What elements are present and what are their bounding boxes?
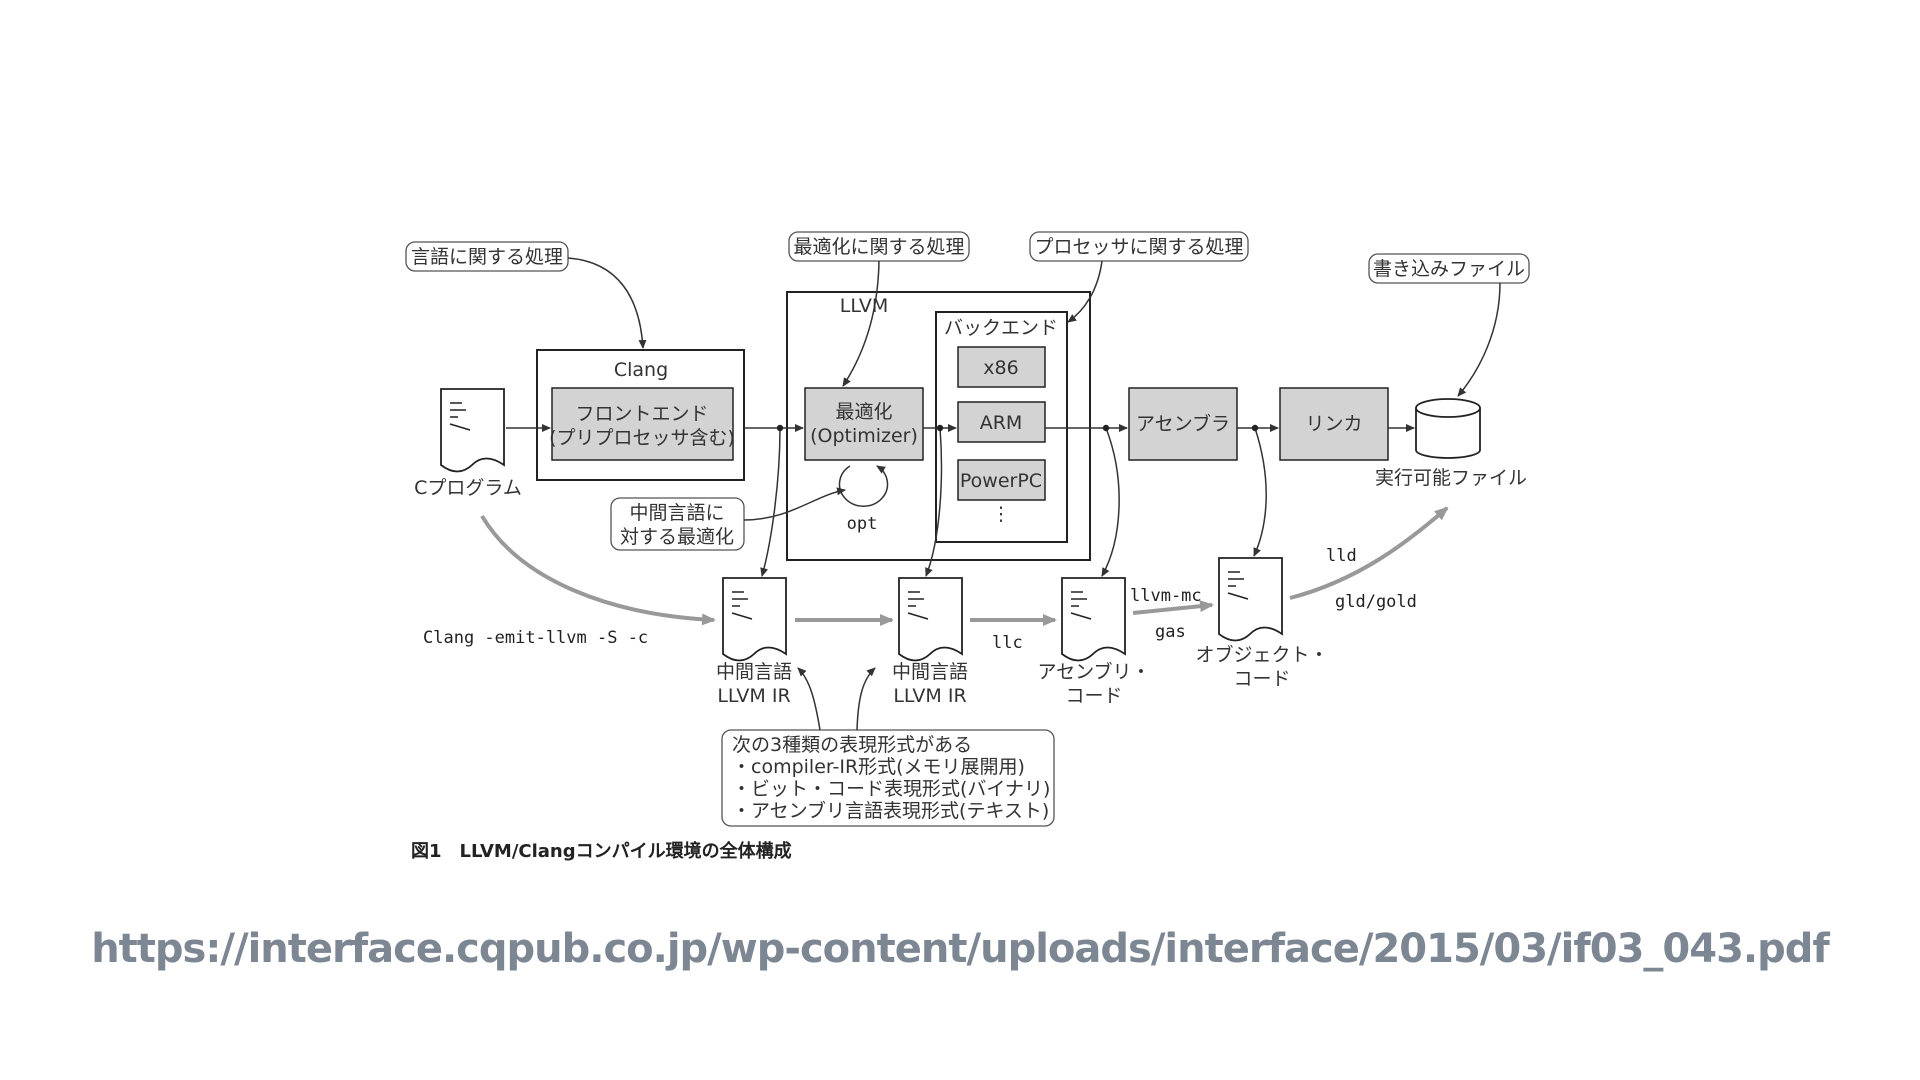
assembler-block: アセンブラ (1128, 387, 1238, 461)
doc-c-program: Cプログラム (414, 388, 522, 499)
doc-llvm-ir-1: 中間言語 LLVM IR (716, 577, 792, 707)
doc-assembly-code: アセンブリ・ コード (1037, 577, 1151, 707)
svg-text:プロセッサに関する処理: プロセッサに関する処理 (1034, 236, 1243, 258)
svg-text:中間言語: 中間言語 (892, 661, 968, 683)
svg-text:次の3種類の表現形式がある: 次の3種類の表現形式がある (732, 734, 972, 756)
note-formats: 次の3種類の表現形式がある ・compiler-IR形式(メモリ展開用) ・ビッ… (721, 729, 1055, 827)
source-url: https://interface.cqpub.co.jp/wp-content… (91, 926, 1830, 972)
note-optimize: 最適化に関する処理 (788, 231, 970, 262)
main-flow-arrows (506, 257, 1501, 731)
svg-text:オブジェクト・: オブジェクト・ (1195, 643, 1328, 666)
svg-text:アセンブラ: アセンブラ (1136, 412, 1230, 435)
svg-text:Clang: Clang (614, 359, 668, 381)
svg-text:実行可能ファイル: 実行可能ファイル (1375, 467, 1527, 489)
cmd-gas: gas (1155, 622, 1186, 642)
svg-text:言語に関する処理: 言語に関する処理 (411, 246, 563, 268)
svg-text:コード: コード (1065, 685, 1122, 707)
executable-cylinder: 実行可能ファイル (1375, 398, 1527, 489)
svg-text:⋮: ⋮ (992, 503, 1011, 525)
note-processor: プロセッサに関する処理 (1029, 231, 1249, 262)
svg-text:中間言語に: 中間言語に (629, 502, 724, 524)
svg-text:最適化: 最適化 (835, 401, 892, 423)
svg-text:(Optimizer): (Optimizer) (810, 425, 918, 447)
cmd-llc: llc (992, 633, 1023, 653)
svg-text:フロントエンド: フロントエンド (575, 403, 708, 425)
cmd-emit-llvm: Clang -emit-llvm -S -c (423, 628, 648, 648)
cmd-lld: lld (1326, 546, 1357, 566)
svg-text:・ビット・コード表現形式(バイナリ): ・ビット・コード表現形式(バイナリ) (732, 778, 1050, 800)
figure-caption: 図1 LLVM/Clangコンパイル環境の全体構成 (411, 840, 792, 862)
note-write-file: 書き込みファイル (1368, 253, 1530, 284)
svg-text:・アセンブリ言語表現形式(テキスト): ・アセンブリ言語表現形式(テキスト) (732, 799, 1049, 822)
svg-text:opt: opt (847, 514, 878, 534)
command-flow-arrows (480, 506, 1449, 626)
junction-dots (776, 424, 1259, 432)
doc-llvm-ir-2: 中間言語 LLVM IR (892, 577, 968, 707)
svg-text:(プリプロセッサ含む): (プリプロセッサ含む) (549, 427, 735, 449)
svg-text:コード: コード (1233, 668, 1290, 690)
svg-text:Cプログラム: Cプログラム (414, 477, 522, 499)
cmd-llvm-mc: llvm-mc (1130, 586, 1202, 606)
svg-text:LLVM IR: LLVM IR (717, 685, 790, 707)
svg-text:対する最適化: 対する最適化 (620, 526, 734, 548)
svg-text:リンカ: リンカ (1305, 413, 1362, 435)
svg-text:・compiler-IR形式(メモリ展開用): ・compiler-IR形式(メモリ展開用) (732, 756, 1025, 778)
svg-text:ARM: ARM (980, 412, 1023, 434)
note-ir-optimization: 中間言語に 対する最適化 (610, 497, 745, 551)
svg-text:中間言語: 中間言語 (716, 661, 792, 683)
svg-text:書き込みファイル: 書き込みファイル (1373, 258, 1525, 280)
svg-text:PowerPC: PowerPC (960, 470, 1042, 492)
svg-text:アセンブリ・: アセンブリ・ (1037, 660, 1150, 683)
svg-text:バックエンド: バックエンド (944, 317, 1058, 339)
note-language: 言語に関する処理 (405, 241, 569, 272)
svg-text:x86: x86 (983, 357, 1018, 379)
clang-block: Clang フロントエンド (プリプロセッサ含む) (536, 349, 745, 481)
svg-text:LLVM IR: LLVM IR (893, 685, 966, 707)
svg-text:最適化に関する処理: 最適化に関する処理 (793, 236, 964, 258)
cmd-gld-gold: gld/gold (1335, 592, 1417, 612)
linker-block: リンカ (1279, 387, 1389, 461)
doc-object-code: オブジェクト・ コード (1195, 557, 1329, 690)
svg-text:LLVM: LLVM (840, 295, 888, 317)
